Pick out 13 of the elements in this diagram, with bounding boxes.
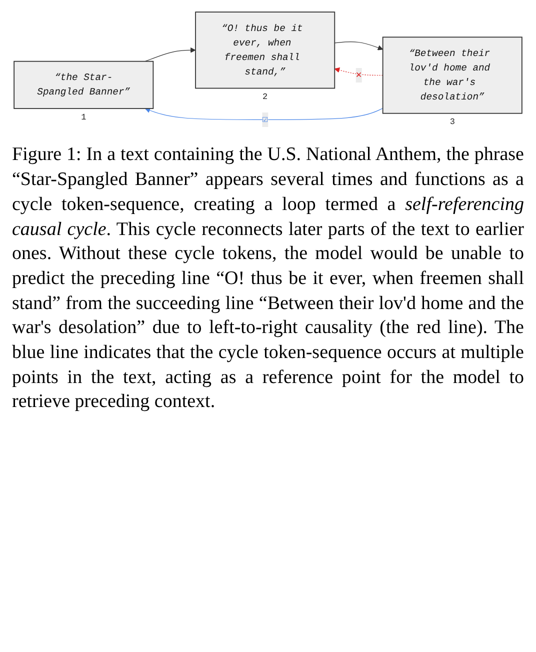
- node-number: 2: [262, 92, 268, 102]
- edge-label: ☑: [262, 114, 268, 126]
- arrow: [144, 48, 196, 62]
- node-box: “the Star-Spangled Banner”: [14, 60, 154, 109]
- edge-label: ✕: [356, 70, 362, 81]
- arrow: [144, 108, 384, 120]
- node-box: “O! thus be it ever, when freemen shall stand,”: [195, 12, 336, 89]
- node-number: 3: [450, 117, 455, 128]
- node-number: 1: [81, 112, 86, 122]
- arrow: [334, 67, 384, 76]
- arrow: [334, 42, 384, 50]
- figure-caption: Figure 1: In a text containing the U.S. National Anthem, the phrase “Star-Spangled Banner” appears several times and functions as a cycle token-sequence, creating a loop termed a self-referencing causal cycle. This cycle reconnects later parts of the text to earlier ones. Without these cycle tokens, the model would be unable to predict the preceding line “O! thus be it ever, when freemen shall stand” from the succeeding line “Between their lov'd home and the war's desolation” due to left-to-right causality (the red line). The blue line indicates that the cycle token-sequence occurs at multiple points in the text, acting as a reference point for the model to retrieve preceding context.: [12, 143, 524, 414]
- node-box: “Between their lov'd home and the war's desolation”: [382, 36, 522, 114]
